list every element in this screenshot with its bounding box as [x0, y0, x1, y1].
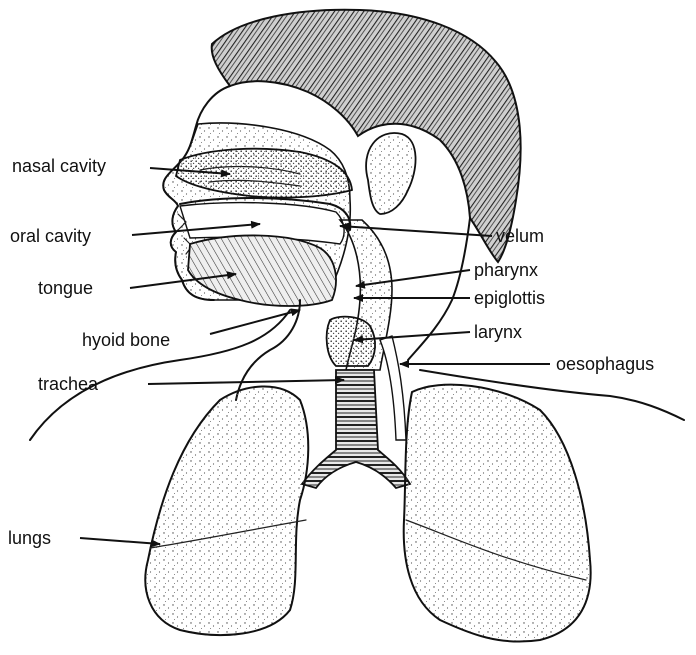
label-trachea: trachea	[38, 374, 99, 394]
oesophagus-tube	[380, 336, 406, 440]
label-oesophagus: oesophagus	[556, 354, 654, 374]
label-hyoid-bone: hyoid bone	[82, 330, 170, 350]
label-nasal-cavity: nasal cavity	[12, 156, 106, 176]
ear	[366, 133, 415, 214]
label-tongue: tongue	[38, 278, 93, 298]
label-larynx: larynx	[474, 322, 522, 342]
larynx-body	[327, 317, 375, 366]
label-epiglottis: epiglottis	[474, 288, 545, 308]
leader-trachea	[148, 380, 344, 384]
neck-back	[408, 218, 470, 360]
right-lung	[404, 385, 591, 642]
label-lungs: lungs	[8, 528, 51, 548]
leader-hyoid-bone	[210, 310, 300, 334]
neck-front	[236, 300, 300, 400]
left-lung	[145, 386, 308, 635]
label-velum: velum	[496, 226, 544, 246]
label-pharynx: pharynx	[474, 260, 538, 280]
label-oral-cavity: oral cavity	[10, 226, 91, 246]
leader-lungs	[80, 538, 160, 544]
